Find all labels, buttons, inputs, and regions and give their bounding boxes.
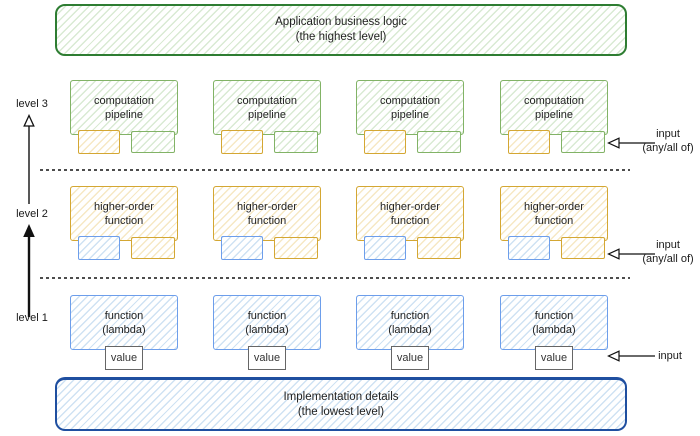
box-subtitle: pipeline [105,108,143,121]
pipeline-input-slot [274,131,318,153]
hof-input-slot [274,237,318,259]
implementation-details-box: Implementation details (the lowest level… [55,377,627,431]
pipeline-input-slot [561,131,605,153]
computation-pipeline-box: computation pipeline [213,80,321,154]
box-title: function [104,309,144,322]
box-title: higher-order [524,200,584,213]
application-business-logic-box: Application business logic (the highest … [55,4,627,56]
function-lambda-box: function (lambda) value [213,295,321,370]
value-tag: value [248,346,286,370]
level-2-label: level 2 [16,208,48,220]
box-subtitle: pipeline [535,108,573,121]
input-label-line2: (any/all of) [642,142,694,154]
hof-input-slot [78,130,120,154]
box-title: higher-order [94,200,154,213]
box-title: computation [380,94,440,107]
higher-order-function-box: higher-order function [356,186,464,260]
level-separator [40,169,630,171]
bottom-banner-subtitle: (the lowest level) [297,405,385,418]
input-label-line2: (any/all of) [642,253,694,265]
function-input-slot [508,236,550,260]
computation-pipeline-box: computation pipeline [70,80,178,154]
function-lambda-box: function (lambda) value [70,295,178,370]
value-label: value [396,352,424,364]
hof-input-slot [221,130,263,154]
box-title: function [534,309,574,322]
box-subtitle: function [247,214,287,227]
top-banner-subtitle: (the highest level) [295,31,387,43]
input-label-line1: input [658,350,682,362]
up-arrow-icon [23,114,35,204]
function-input-slot [221,236,263,260]
pipeline-input-slot [131,131,175,153]
input-arrow-icon [607,248,655,260]
function-input-slot [78,236,120,260]
box-title: computation [237,94,297,107]
input-arrow-icon [607,137,655,149]
box-subtitle: (lambda) [532,323,576,336]
top-banner-title: Application business logic [275,16,407,28]
computation-pipeline-box: computation pipeline [500,80,608,154]
box-title: higher-order [237,200,297,213]
computation-pipeline-box: computation pipeline [356,80,464,154]
box-title: function [247,309,287,322]
box-title: computation [94,94,154,107]
input-label-line1: input [656,239,680,251]
hof-input-slot [417,237,461,259]
input-label-line1: input [656,128,680,140]
box-title: higher-order [380,200,440,213]
box-subtitle: (lambda) [245,323,289,336]
level-1-label: level 1 [16,312,48,324]
up-arrow-icon [23,224,35,317]
box-title: computation [524,94,584,107]
function-lambda-box: function (lambda) value [500,295,608,370]
hof-input-slot [131,237,175,259]
box-subtitle: function [390,214,430,227]
value-tag: value [391,346,429,370]
function-input-slot [364,236,406,260]
value-label: value [110,352,138,364]
value-tag: value [535,346,573,370]
level-separator [40,277,630,279]
value-tag: value [105,346,143,370]
input-annotation-level2: input (any/all of) [636,238,700,266]
box-subtitle: pipeline [391,108,429,121]
higher-order-function-box: higher-order function [500,186,608,260]
hof-input-slot [508,130,550,154]
value-label: value [253,352,281,364]
box-subtitle: (lambda) [388,323,432,336]
hof-input-slot [561,237,605,259]
input-arrow-icon [607,350,655,362]
box-subtitle: function [534,214,574,227]
pipeline-input-slot [417,131,461,153]
box-subtitle: pipeline [248,108,286,121]
higher-order-function-box: higher-order function [70,186,178,260]
input-annotation-level3: input (any/all of) [636,127,700,155]
value-label: value [540,352,568,364]
higher-order-function-box: higher-order function [213,186,321,260]
box-title: function [390,309,430,322]
box-subtitle: (lambda) [102,323,146,336]
function-lambda-box: function (lambda) value [356,295,464,370]
bottom-banner-title: Implementation details [283,390,399,403]
input-annotation-level1: input [648,349,692,363]
level-3-label: level 3 [16,98,48,110]
hof-input-slot [364,130,406,154]
box-subtitle: function [104,214,144,227]
